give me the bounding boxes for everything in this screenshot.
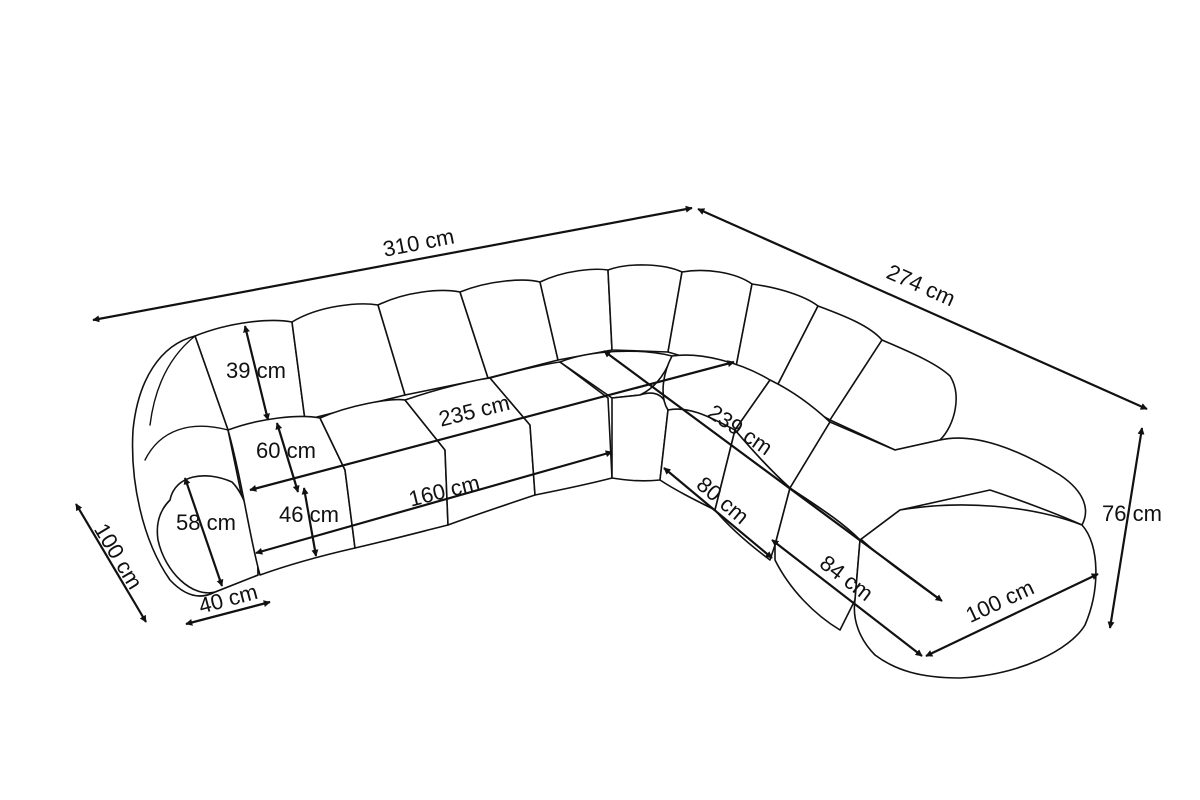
total-height-label: 76 cm: [1102, 501, 1162, 526]
arm-height-arrow: [183, 477, 224, 587]
seat-depth-right-arrow: [663, 467, 773, 559]
overall-width-arrow: [92, 205, 693, 323]
overall-depth-arrow: [697, 207, 1148, 411]
chaise-width-arrow: [925, 573, 1099, 657]
chaise-depth-arrow: [771, 539, 923, 657]
arm-height-label: 58 cm: [176, 510, 236, 535]
seat-length-left-arrow: [255, 450, 613, 555]
back-height-label: 39 cm: [226, 358, 286, 383]
overall-width-label: 310 cm: [381, 223, 457, 261]
total-height-arrow: [1107, 427, 1145, 629]
chaise: [774, 421, 1097, 679]
seat-depth-label: 60 cm: [256, 438, 316, 463]
arm-width-arrow: [185, 600, 271, 626]
side-depth-label: 100 cm: [89, 519, 148, 594]
overall-depth-label: 274 cm: [883, 259, 959, 311]
seat-height-label: 46 cm: [279, 502, 339, 527]
side-depth-arrow: [75, 503, 147, 623]
sofa-illustration: [131, 264, 1097, 679]
dimension-lines: [75, 205, 1148, 657]
